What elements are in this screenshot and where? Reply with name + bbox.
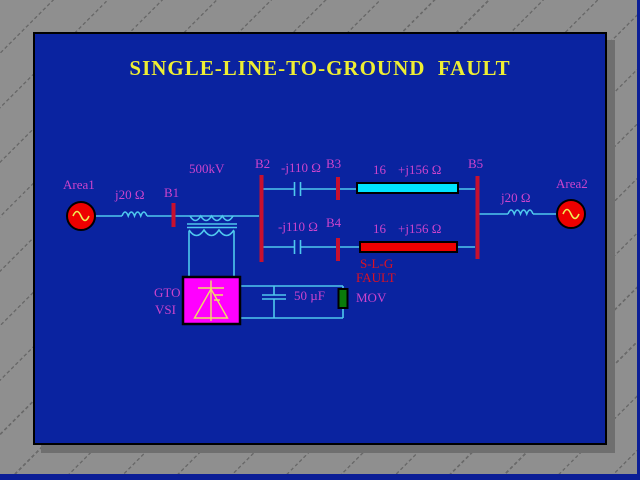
transmission-line-bottom-faulted <box>359 241 458 253</box>
label-converter-gto: GTO <box>154 285 181 300</box>
bus-b3-bar <box>336 177 340 200</box>
transformer-secondary-leads <box>188 231 235 277</box>
label-converter-vsi: VSI <box>155 302 176 317</box>
label-bus-b2: B2 <box>255 156 271 171</box>
series-capacitor-bottom-icon <box>293 240 302 254</box>
presentation-slide[interactable]: SINGLE-LINE-TO-GROUND FAULT <box>33 32 607 445</box>
bus-b4-bar <box>336 238 340 261</box>
label-fault-line1: S-L-G <box>360 256 394 271</box>
source-area1-icon <box>66 201 96 231</box>
label-bus-b1: B1 <box>164 185 180 200</box>
inductor-right-icon <box>507 209 534 217</box>
label-line-top-r: 16 <box>373 162 386 177</box>
label-transformer-rating: 500kV <box>189 161 225 176</box>
gto-thyristor-icon <box>193 280 229 321</box>
transformer-core-icon <box>187 223 237 229</box>
label-z-source-left: j20 Ω <box>115 187 145 202</box>
label-bus-b4: B4 <box>326 215 342 230</box>
bus-b5-bar <box>475 176 480 259</box>
label-line-top-x: +j156 Ω <box>398 162 442 177</box>
label-area2: Area2 <box>556 176 588 191</box>
inductor-left-icon <box>121 211 148 219</box>
label-bus-b5: B5 <box>468 156 484 171</box>
label-bus-b3: B3 <box>326 156 342 171</box>
dc-capacitor-icon <box>262 294 286 300</box>
label-series-cap-bottom: -j110 Ω <box>278 219 318 234</box>
window-edge-right <box>637 0 640 480</box>
label-line-bottom-x: +j156 Ω <box>398 221 442 236</box>
window-edge-bottom <box>0 474 640 480</box>
label-z-source-right: j20 Ω <box>501 190 531 205</box>
label-dc-capacitor: 50 µF <box>294 288 325 303</box>
label-mov: MOV <box>356 290 387 305</box>
mov-arrester <box>337 288 349 309</box>
slide-title: SINGLE-LINE-TO-GROUND FAULT <box>129 56 511 80</box>
circuit-diagram <box>66 175 586 326</box>
label-line-bottom-r: 16 <box>373 221 386 236</box>
transformer-primary-winding-icon <box>189 214 234 222</box>
source-area2-icon <box>556 199 586 229</box>
bus-b1-bar <box>171 203 176 227</box>
series-capacitor-top-icon <box>293 182 302 196</box>
label-area1: Area1 <box>63 177 95 192</box>
label-series-cap-top: -j110 Ω <box>281 160 321 175</box>
label-fault-line2: FAULT <box>356 270 396 285</box>
transmission-line-top <box>356 182 459 194</box>
bus-b2-bar <box>259 175 264 262</box>
transformer-secondary-winding-icon <box>188 228 235 237</box>
